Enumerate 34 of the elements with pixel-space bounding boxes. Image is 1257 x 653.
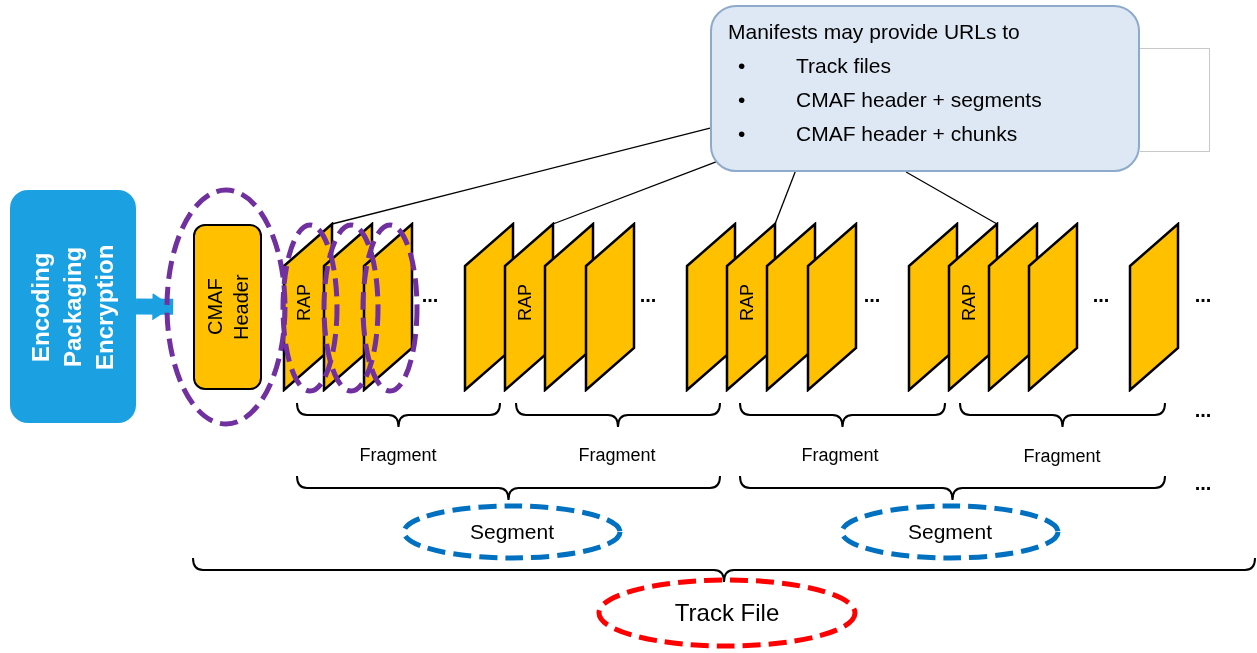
ellipsis-mark: ... [863, 283, 881, 308]
callout-box [710, 5, 1140, 172]
frame-label: RAP [959, 284, 979, 321]
frame-label: RAP [515, 284, 535, 321]
ellipse-label: Segment [469, 519, 555, 546]
list-item-text: Track files [796, 53, 892, 79]
brace-label: Fragment [801, 443, 879, 467]
ellipsis-mark: ... [1194, 283, 1212, 308]
list-item-text: CMAF header + chunks [796, 121, 1019, 147]
brace-label: Fragment [359, 443, 437, 467]
leader-line [905, 171, 998, 225]
process-box [10, 190, 136, 423]
ellipsis-mark: ... [639, 283, 657, 308]
bullet-mark: • [738, 121, 747, 147]
bullet-mark: • [738, 53, 747, 79]
ellipsis-mark: ... [421, 283, 439, 308]
frame-label: RAP [294, 284, 314, 321]
box-label: CMAF Header [202, 273, 253, 342]
ellipsis-mark: ... [1194, 471, 1212, 496]
ellipse-label: Track File [674, 598, 780, 628]
list-item-text: CMAF header + segments [796, 87, 1043, 113]
bullet-mark: • [738, 87, 747, 113]
ellipsis-mark: ... [1092, 283, 1110, 308]
brace-label: Fragment [578, 443, 656, 467]
box-label: Encoding Packaging Encryption [26, 242, 119, 372]
leader-line [331, 127, 711, 225]
callout-text: Manifests may provide URLs to [728, 19, 1021, 45]
frame-label: RAP [737, 284, 757, 321]
brace-label: Fragment [1023, 444, 1101, 468]
ellipse-label: Segment [907, 519, 993, 546]
ellipsis-mark: ... [1194, 398, 1212, 423]
leader-line [774, 171, 796, 225]
header-box [193, 224, 262, 390]
leader-line [552, 161, 717, 225]
